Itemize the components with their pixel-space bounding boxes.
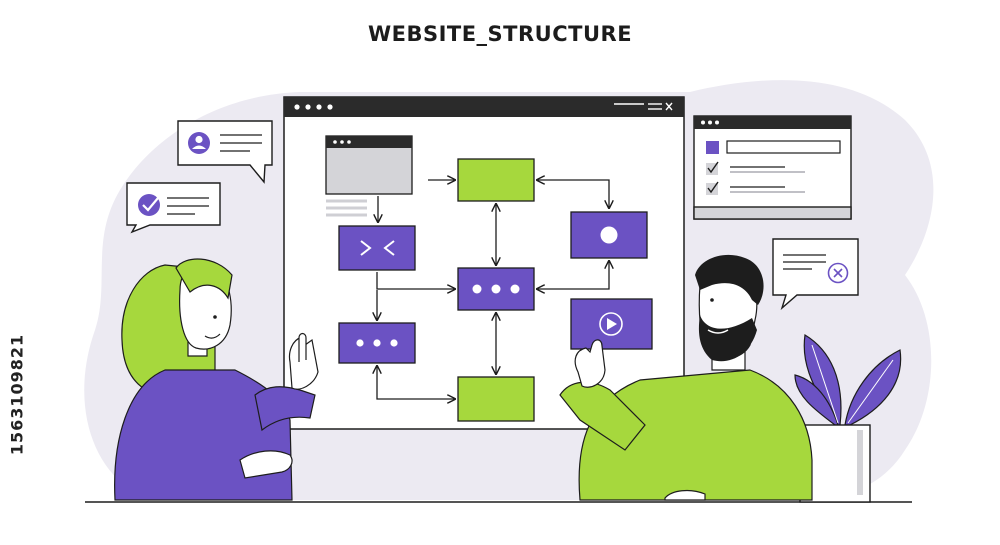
play-icon — [599, 312, 623, 336]
code-icon — [360, 240, 395, 256]
flow-node-lime-bottom — [457, 376, 535, 422]
flow-node-lime-top — [457, 158, 535, 202]
dots-icon — [472, 284, 520, 294]
flow-node-center — [457, 267, 535, 311]
sitemap-flowchart — [325, 135, 653, 422]
woman-character — [114, 258, 319, 501]
window-close-icon — [665, 102, 673, 111]
dots-icon — [356, 339, 398, 347]
close-icon — [827, 262, 849, 284]
flow-arrows — [377, 180, 609, 399]
side-browser-window — [693, 115, 852, 220]
plant-icon — [794, 334, 902, 503]
flow-node-media — [570, 211, 648, 259]
flow-node-dots-left — [338, 322, 416, 364]
speech-bubble-close — [772, 238, 859, 311]
check-icon — [138, 194, 160, 216]
speech-bubble-check — [126, 182, 221, 234]
speech-bubble-user — [177, 120, 273, 184]
check-icon — [706, 181, 719, 195]
man-character — [559, 254, 813, 501]
flow-node-video — [570, 298, 653, 350]
flow-node-page — [325, 135, 413, 217]
illustration-title: WEBSITE_STRUCTURE — [367, 22, 633, 46]
flow-node-code — [338, 225, 416, 271]
user-icon — [188, 132, 210, 154]
check-icon — [706, 161, 719, 175]
